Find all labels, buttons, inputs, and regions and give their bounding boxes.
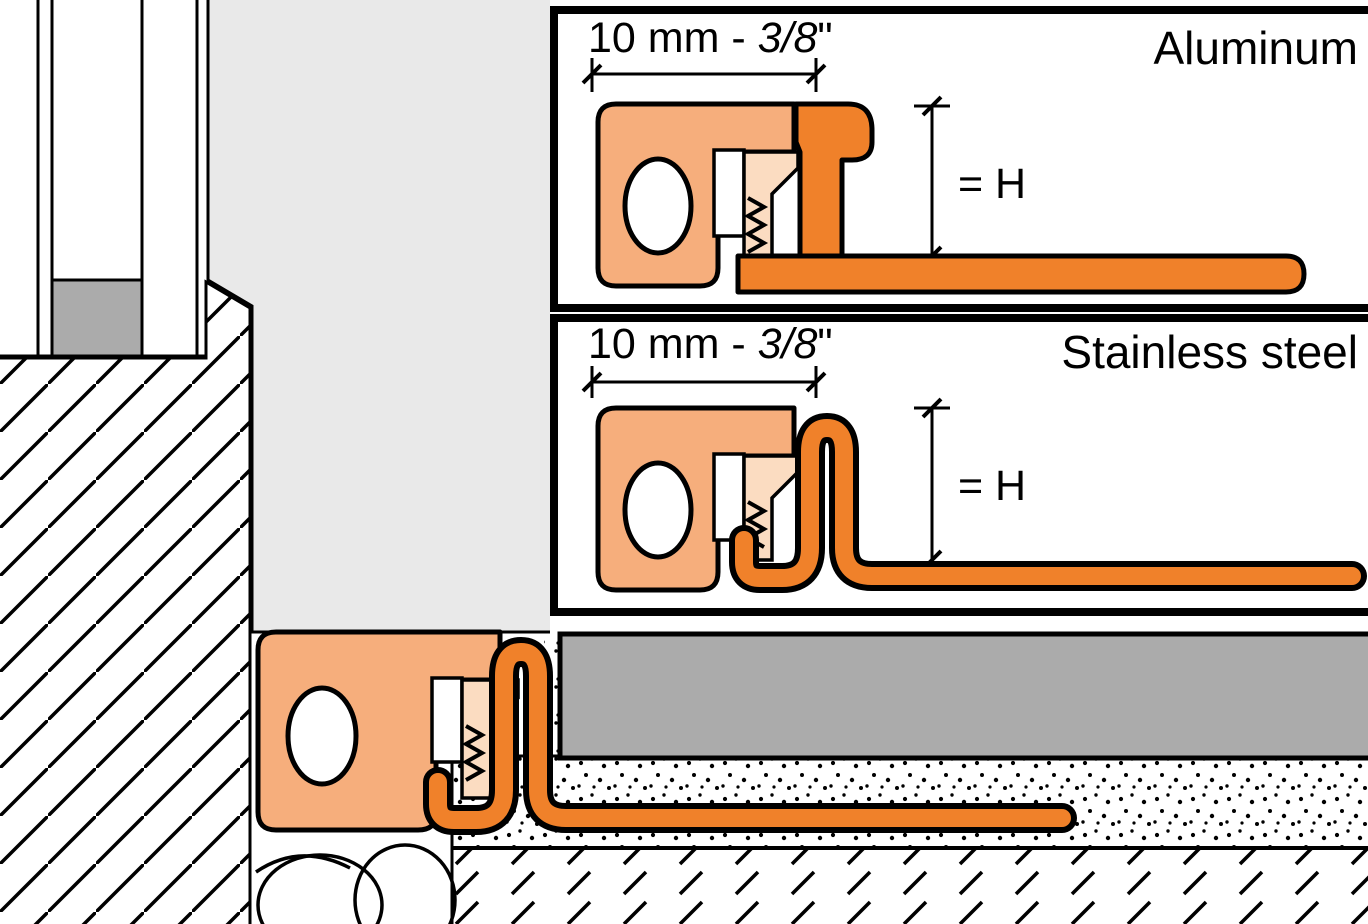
sealant-circle	[353, 843, 457, 924]
wall-tile-band	[208, 0, 550, 632]
dimension-line-stainless	[581, 366, 827, 398]
substrate-hatch	[452, 848, 1368, 924]
fixture-gray-block	[50, 278, 144, 358]
floor-tile	[557, 631, 1368, 761]
stainless-label: Stainless steel	[1061, 326, 1358, 378]
aluminum-label: Aluminum	[1153, 22, 1358, 74]
wall-fixture	[0, 0, 206, 358]
wall-hatch-section	[0, 282, 250, 924]
aluminum-panel: 10 mm - 3/8" Aluminum = H	[550, 6, 1368, 312]
movement-slot-aluminum	[712, 148, 746, 238]
aluminum-profile	[595, 101, 1307, 295]
anchoring-leg-hole-stainless	[622, 460, 694, 560]
movement-zigzag-installed	[461, 724, 487, 782]
sealant-curve	[255, 854, 351, 874]
wall-section-outline	[0, 279, 252, 924]
profile-cap-aluminum	[793, 101, 875, 259]
base-flange-aluminum	[735, 253, 1307, 295]
stainless-strip-installed	[429, 643, 1071, 829]
movement-zigzag-aluminum	[743, 196, 769, 254]
dimension-line-aluminum	[581, 58, 827, 92]
movement-slot-installed	[430, 676, 464, 764]
sealant-circle	[256, 853, 384, 924]
dimension-label-stainless: 10 mm - 3/8"	[588, 320, 833, 368]
height-dimension-aluminum	[914, 95, 950, 267]
mortar-bed	[450, 754, 1368, 850]
dimension-label-aluminum: 10 mm - 3/8"	[588, 14, 833, 62]
stainless-profile	[595, 405, 1367, 593]
installed-profile	[255, 629, 1077, 835]
sealant-detail	[255, 843, 457, 924]
anchoring-leg-hole-installed	[285, 685, 359, 787]
stainless-strip	[735, 419, 1361, 587]
height-label-stainless: = H	[958, 462, 1026, 510]
height-label-aluminum: = H	[958, 160, 1026, 208]
stainless-panel: 10 mm - 3/8" Stainless steel = H	[550, 314, 1368, 616]
anchoring-leg-hole-aluminum	[622, 156, 694, 256]
